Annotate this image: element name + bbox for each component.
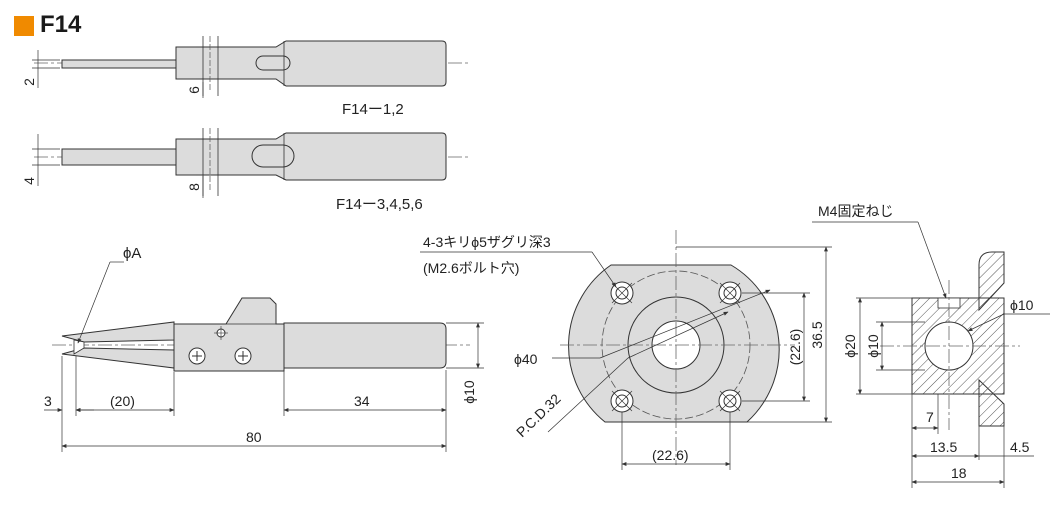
upper-jaw (61, 321, 175, 343)
dim-flange-dia: ϕ40 (514, 351, 538, 367)
tip-shaft (61, 59, 177, 69)
dim-hole-pitch-v: (22.6) (787, 329, 803, 366)
bolt-hole (718, 281, 742, 305)
dim-hole-pitch-h: (22.6) (652, 447, 689, 463)
dim-tip-length: 3 (44, 393, 52, 409)
bolt-hole (610, 389, 634, 413)
dim-flange-height: 36.5 (809, 321, 825, 348)
slot (251, 144, 295, 168)
diagram-title: F14 (40, 11, 82, 38)
holes-note-2: (M2.6ボルト穴) (423, 260, 519, 276)
top-view-2: 4 8 F14ー3,4,5,6 (21, 128, 468, 213)
variant-label-2: F14ー3,4,5,6 (336, 196, 423, 213)
slot (255, 55, 291, 71)
title-marker (14, 16, 34, 36)
top-view-1: 2 6 F14ー1,2 (21, 36, 468, 118)
dim-pcd: P.C.D.32 (513, 390, 564, 440)
body (175, 40, 447, 87)
section-view: M4固定ねじ ϕ10 ϕ20 ϕ10 7 13.5 4.5 18 (812, 203, 1050, 488)
dim-bore-dia-right: ϕ10 (1010, 297, 1034, 313)
side-view: ϕA 3 (20) 34 80 ϕ10 (44, 245, 484, 452)
dim-boss-dia: ϕ20 (842, 334, 858, 358)
dim-tip-2: 4 (21, 177, 37, 185)
dim-phi-a: ϕA (123, 245, 141, 262)
dim-body-1: 6 (186, 86, 202, 94)
dim-flange-thickness: 4.5 (1010, 439, 1030, 455)
variant-label-1: F14ー1,2 (342, 101, 404, 118)
dim-shaft-dia: ϕ10 (461, 380, 477, 404)
section-flange-top (978, 251, 1005, 312)
dim-total-depth: 18 (951, 465, 967, 481)
shaft (283, 322, 447, 369)
flange-view: 4-3キリϕ5ザグリ深3 (M2.6ボルト穴) ϕ40 P.C.D.32 (22… (420, 230, 832, 470)
dim-bore-dia: ϕ10 (865, 334, 881, 358)
screw-note: M4固定ねじ (818, 203, 893, 219)
dim-jaw-length: (20) (110, 393, 135, 409)
dim-screw-offset: 7 (926, 409, 934, 425)
body (175, 132, 447, 181)
bolt-hole (610, 281, 634, 305)
dim-boss-length: 13.5 (930, 439, 957, 455)
tip-shaft (61, 148, 177, 166)
dim-shaft-length: 34 (354, 393, 370, 409)
bolt-hole (718, 389, 742, 413)
dim-total-length: 80 (246, 429, 262, 445)
dim-body-2: 8 (186, 183, 202, 191)
dim-tip-1: 2 (21, 78, 37, 86)
holes-note-1: 4-3キリϕ5ザグリ深3 (423, 234, 551, 250)
